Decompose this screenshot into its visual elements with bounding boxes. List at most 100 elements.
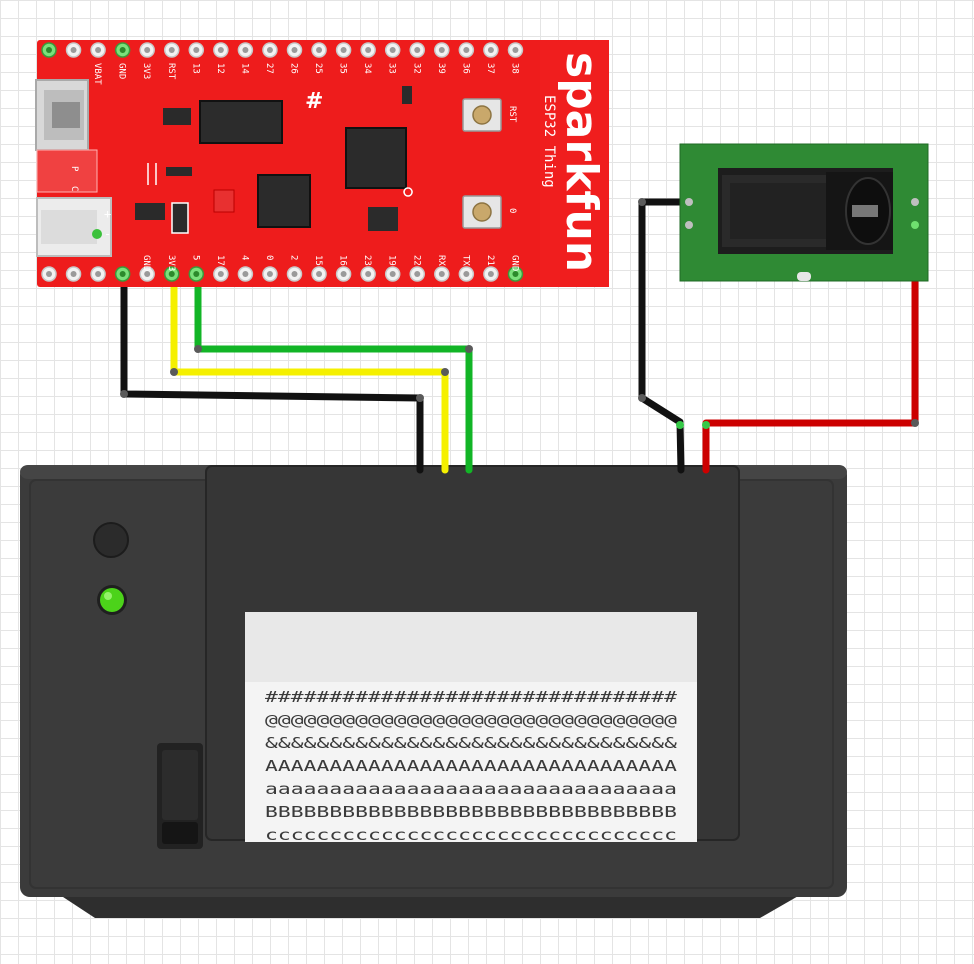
pin-label: GND — [117, 63, 127, 79]
header-pin-hole — [463, 47, 470, 53]
pin-label: 12 — [215, 63, 225, 74]
header-pin-hole — [193, 271, 200, 277]
feed-button[interactable] — [93, 522, 129, 558]
paper-text-line: AAAAAAAAAAAAAAAAAAAAAAAAAAAAAAAA — [265, 757, 677, 775]
svg-text:0: 0 — [507, 208, 517, 213]
paper-text-line: BBBBBBBBBBBBBBBBBBBBBBBBBBBBBBBB — [265, 803, 677, 821]
header-pin-hole — [242, 271, 249, 277]
pin-label: 15 — [313, 255, 323, 266]
header-pin-hole — [291, 271, 298, 277]
status-led — [100, 588, 124, 612]
pin-label: 21 — [485, 255, 495, 266]
header-pin-hole — [144, 271, 151, 277]
header-pin-hole — [242, 47, 249, 53]
header-pin-hole — [487, 271, 494, 277]
header-pin-hole — [119, 271, 126, 277]
thermal-printer: ################################@@@@@@@@… — [20, 465, 847, 918]
paper-text-line: aaaaaaaaaaaaaaaaaaaaaaaaaaaaaaaa — [265, 780, 677, 798]
pin-label: 27 — [264, 63, 274, 74]
header-pin-hole — [193, 47, 200, 53]
pin-label: 2 — [289, 255, 299, 260]
header-pin-hole — [512, 47, 519, 53]
header-pin-hole — [438, 271, 445, 277]
pin-label: 38 — [509, 63, 519, 74]
header-pin-hole — [95, 47, 102, 53]
power-3v3-wire[interactable] — [170, 271, 449, 474]
pin-label: RST — [166, 63, 176, 80]
pin-label: 13 — [190, 63, 200, 74]
header-pin-hole — [119, 47, 126, 53]
svg-text:P: P — [69, 166, 79, 172]
header-pin-hole — [95, 271, 102, 277]
pin-label: 26 — [289, 63, 299, 74]
pin-label: 39 — [436, 63, 446, 74]
svg-text:C: C — [69, 186, 79, 191]
header-pin-hole — [414, 47, 421, 53]
header-pin-hole — [389, 271, 396, 277]
svg-text:-: - — [104, 227, 111, 241]
pin-label: 5 — [190, 255, 200, 260]
header-pin-hole — [340, 271, 347, 277]
header-pin-hole — [266, 271, 273, 277]
header-pin-hole — [46, 271, 52, 277]
pin-label: 3V3 — [166, 255, 176, 271]
wires — [120, 198, 919, 474]
top-pin-header: VBAT GND 3V3 RST 13 12 14 27 26 25 35 34 33 32 39 36 37 3… — [41, 42, 524, 85]
gnd-wire[interactable] — [120, 271, 424, 474]
pin-label: RX — [436, 255, 446, 266]
pin-label: 33 — [387, 63, 397, 74]
header-pin-hole — [70, 271, 77, 277]
paper-text-line: &&&&&&&&&&&&&&&&&&&&&&&&&&&&&&&& — [265, 734, 677, 752]
pin-label: TX — [460, 255, 470, 266]
pin-label: 14 — [239, 63, 249, 74]
esp32-thing-board: + - P C # RST 0 sparkfun ESP32 Thing VBA… — [35, 40, 609, 287]
paper-text-line: @@@@@@@@@@@@@@@@@@@@@@@@@@@@@@@@ — [265, 711, 677, 729]
pin-label: 37 — [485, 63, 495, 74]
svg-text:RST: RST — [507, 106, 517, 123]
paper-text-line: cccccccccccccccccccccccccccccccc — [265, 826, 677, 844]
svg-text:+: + — [104, 207, 111, 221]
header-pin-hole — [168, 271, 175, 277]
header-pin-hole — [316, 271, 323, 277]
pin-label: 3V3 — [141, 63, 151, 79]
header-pin-hole — [414, 271, 421, 277]
pin-label: GND — [509, 255, 519, 271]
usb-serial-chip — [257, 174, 311, 228]
pin-label: GND — [141, 255, 151, 271]
regulator-chip — [199, 100, 283, 144]
pin-label: 35 — [338, 63, 348, 74]
pin-label: VBAT — [92, 63, 102, 85]
pin-label: 25 — [313, 63, 323, 74]
pin-label: 17 — [215, 255, 225, 266]
header-pin-hole — [438, 47, 445, 53]
pin-label: 4 — [239, 255, 249, 260]
header-pin-hole — [365, 271, 372, 277]
header-pin-hole — [291, 47, 298, 53]
board-model-label: ESP32 Thing — [541, 95, 557, 188]
jack-plus-wire[interactable] — [702, 221, 919, 474]
brand-logo: sparkfun — [556, 52, 607, 272]
header-pin-hole — [168, 47, 175, 53]
signal-17-wire[interactable] — [194, 271, 473, 474]
pin-label: 32 — [411, 63, 421, 74]
header-pin-hole — [487, 47, 494, 53]
header-pin-hole — [217, 47, 224, 53]
svg-text:#: # — [305, 89, 323, 114]
pin-label: 22 — [411, 255, 421, 266]
bottom-pin-header: GND 3V3 5 17 4 0 2 15 16 23 19 22 RX TX 21 GND — [41, 255, 524, 282]
pin-label: 36 — [460, 63, 470, 74]
pin-label: 16 — [338, 255, 348, 266]
header-pin-hole — [266, 47, 273, 53]
header-pin-hole — [70, 47, 77, 53]
header-pin-hole — [340, 47, 347, 53]
header-pin-hole — [316, 47, 323, 53]
header-pin-hole — [512, 271, 519, 277]
esp32-chip — [345, 127, 407, 189]
pin-label: 23 — [362, 255, 372, 266]
pin-label: 0 — [264, 255, 274, 260]
pin-label: 19 — [387, 255, 397, 266]
pin-label: 34 — [362, 63, 372, 74]
header-pin-hole — [144, 47, 151, 53]
header-pin-hole — [463, 271, 470, 277]
